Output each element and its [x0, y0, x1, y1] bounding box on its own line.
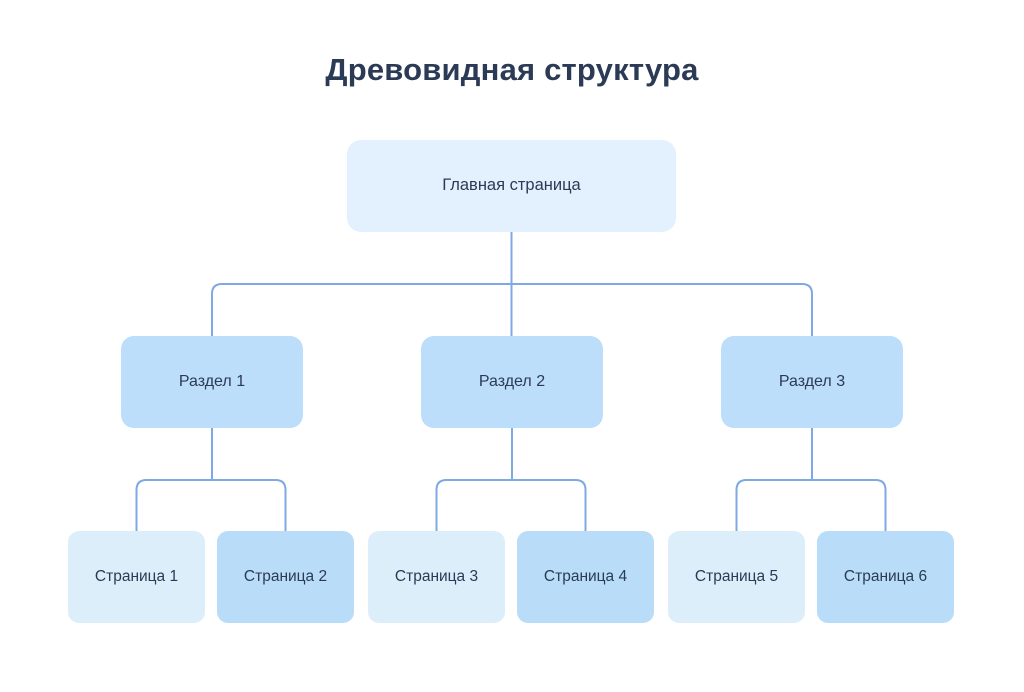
tree-node-page-6-label: Страница 6: [843, 567, 928, 585]
edge-section-1-pages-branch-2: [211, 479, 287, 532]
edge-section-2-pages-branch-2: [511, 479, 587, 532]
tree-node-page-2[interactable]: Страница 2: [217, 531, 354, 623]
tree-node-page-2-label: Страница 2: [243, 567, 328, 585]
tree-node-section-2[interactable]: Раздел 2: [421, 336, 603, 428]
tree-node-page-1-label: Страница 1: [94, 567, 179, 585]
tree-node-page-5[interactable]: Страница 5: [668, 531, 805, 623]
tree-node-section-3[interactable]: Раздел 3: [721, 336, 903, 428]
tree-node-root-label: Главная страница: [442, 176, 581, 195]
tree-node-root[interactable]: Главная страница: [347, 140, 676, 232]
tree-node-page-5-label: Страница 5: [694, 567, 779, 585]
edge-root-sections-branch-1: [211, 283, 513, 337]
edge-section-3-pages-branch-2: [811, 479, 887, 532]
tree-node-section-2-label: Раздел 2: [478, 373, 546, 391]
tree-node-section-3-label: Раздел 3: [778, 373, 846, 391]
tree-node-page-3[interactable]: Страница 3: [368, 531, 505, 623]
edge-root-sections-branch-3: [510, 283, 813, 337]
tree-node-page-4[interactable]: Страница 4: [517, 531, 654, 623]
edge-section-1-pages-branch-1: [135, 479, 213, 532]
page-title: Древовидная структура: [325, 52, 699, 87]
tree-node-page-3-label: Страница 3: [394, 567, 479, 585]
edge-section-3-pages-branch-1: [735, 479, 813, 532]
tree-node-section-1[interactable]: Раздел 1: [121, 336, 303, 428]
tree-node-page-6[interactable]: Страница 6: [817, 531, 954, 623]
tree-node-page-1[interactable]: Страница 1: [68, 531, 205, 623]
tree-node-section-1-label: Раздел 1: [178, 373, 246, 391]
tree-node-page-4-label: Страница 4: [543, 567, 628, 585]
edge-section-2-pages-branch-1: [435, 479, 513, 532]
